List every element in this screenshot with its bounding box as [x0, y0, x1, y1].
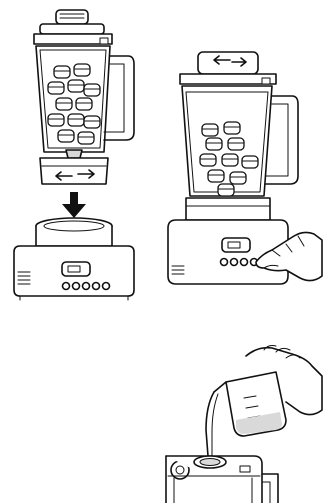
lid-cap	[34, 10, 112, 44]
jar-collar	[40, 158, 108, 184]
down-arrow-icon	[62, 192, 86, 218]
jar-body	[36, 46, 134, 158]
measuring-cup-icon	[214, 372, 286, 436]
liquid-stream	[206, 392, 218, 456]
jar-body-2	[182, 86, 298, 196]
panel-pour-liquid	[166, 346, 322, 503]
panel-detach-jar	[14, 10, 134, 300]
panel-lid-and-operate	[168, 52, 322, 284]
lid-twist	[180, 52, 276, 84]
jar-top-with-opening	[166, 456, 278, 503]
motor-base	[14, 218, 134, 300]
motor-base-2	[168, 198, 288, 284]
